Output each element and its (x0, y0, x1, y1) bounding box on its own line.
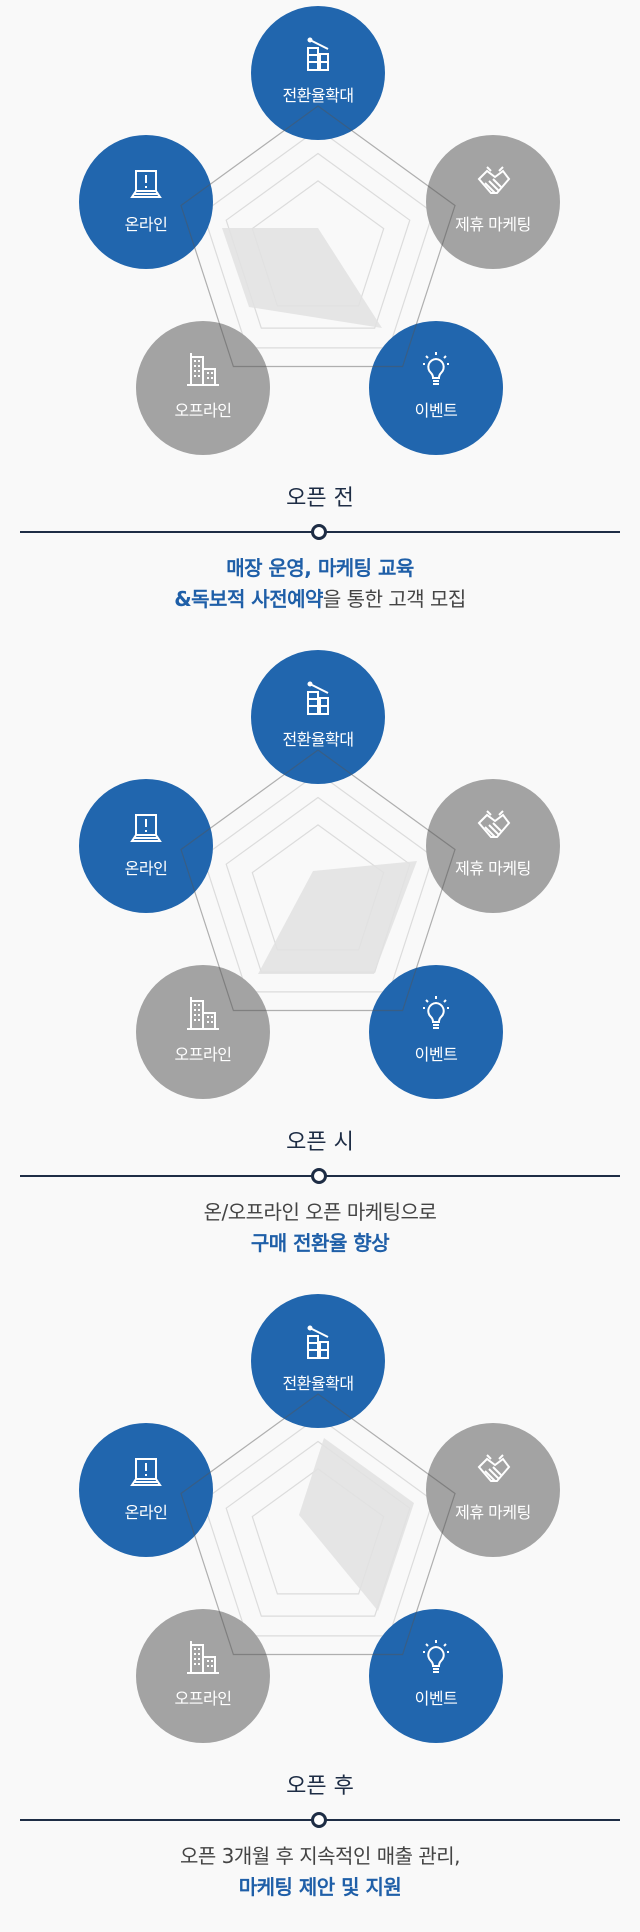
node-label: 이벤트 (414, 1689, 458, 1708)
highlight-text: &독보적 사전예약 (174, 587, 323, 611)
handshake-icon (477, 166, 511, 194)
radar-data-area (258, 861, 417, 974)
building-icon (187, 997, 219, 1030)
node-building: 오프라인 (136, 321, 270, 455)
node-lightbulb: 이벤트 (369, 965, 503, 1099)
body-text: 오픈 3개월 후 지속적인 매출 관리, (179, 1844, 461, 1868)
handshake-icon (477, 810, 511, 838)
node-label: 오프라인 (174, 401, 232, 420)
node-laptop-alert: 온라인 (79, 1423, 213, 1557)
stage-title: 오픈 전 (286, 486, 354, 511)
node-handshake: 제휴 마케팅 (426, 779, 560, 913)
description-line: &독보적 사전예약을 통한 고객 모집 (0, 584, 640, 615)
node-label: 제휴 마케팅 (455, 215, 531, 234)
node-lightbulb: 이벤트 (369, 321, 503, 455)
stage-description: 오픈 3개월 후 지속적인 매출 관리, 마케팅 제안 및 지원 (0, 1841, 640, 1903)
lightbulb-icon (423, 1640, 449, 1673)
radar-chart (202, 1416, 434, 1637)
timeline-marker (311, 1168, 327, 1184)
lightbulb-icon (423, 352, 449, 385)
radar-data-area (222, 228, 382, 328)
description-line: 온/오프라인 오픈 마케팅으로 (0, 1197, 640, 1228)
node-label: 전환율확대 (282, 730, 354, 749)
body-text: 을 통한 고객 모집 (322, 587, 466, 611)
highlight-text: 구매 전환율 향상 (250, 1231, 390, 1255)
timeline-marker (311, 524, 327, 540)
building-icon (187, 353, 219, 386)
radar-grid-ring (225, 152, 411, 329)
node-label: 온라인 (124, 859, 168, 878)
building-icon (187, 1641, 219, 1674)
node-conversion-chart: 전환율확대 (251, 6, 385, 140)
highlight-text: 매장 운영, 마케팅 교육 (226, 556, 414, 580)
laptop-alert-icon (130, 170, 162, 198)
node-building: 오프라인 (136, 965, 270, 1099)
radar-chart (202, 128, 434, 349)
description-line: 마케팅 제안 및 지원 (0, 1872, 640, 1903)
conversion-chart-icon (307, 681, 329, 715)
node-label: 오프라인 (174, 1045, 232, 1064)
node-label: 전환율확대 (282, 86, 354, 105)
node-label: 온라인 (124, 1503, 168, 1522)
highlight-text: 마케팅 제안 및 지원 (238, 1875, 402, 1899)
radar-chart (202, 772, 434, 993)
radar-grid-ring (202, 128, 434, 349)
conversion-chart-icon (307, 1325, 329, 1359)
handshake-icon (477, 1454, 511, 1482)
radar-grid-ring (202, 772, 434, 993)
node-label: 전환율확대 (282, 1374, 354, 1393)
stage-description: 매장 운영, 마케팅 교육&독보적 사전예약을 통한 고객 모집 (0, 553, 640, 615)
laptop-alert-icon (130, 814, 162, 842)
node-handshake: 제휴 마케팅 (426, 1423, 560, 1557)
node-laptop-alert: 온라인 (79, 135, 213, 269)
node-label: 이벤트 (414, 401, 458, 420)
radar-grid-ring (202, 1416, 434, 1637)
node-lightbulb: 이벤트 (369, 1609, 503, 1743)
node-label: 이벤트 (414, 1045, 458, 1064)
timeline-marker (311, 1812, 327, 1828)
lightbulb-icon (423, 996, 449, 1029)
node-laptop-alert: 온라인 (79, 779, 213, 913)
description-line: 구매 전환율 향상 (0, 1228, 640, 1259)
node-label: 제휴 마케팅 (455, 859, 531, 878)
laptop-alert-icon (130, 1458, 162, 1486)
radar-data-area (299, 1438, 414, 1611)
node-building: 오프라인 (136, 1609, 270, 1743)
node-label: 제휴 마케팅 (455, 1503, 531, 1522)
stage-title: 오픈 시 (286, 1130, 354, 1155)
description-line: 오픈 3개월 후 지속적인 매출 관리, (0, 1841, 640, 1872)
node-conversion-chart: 전환율확대 (251, 1294, 385, 1428)
node-conversion-chart: 전환율확대 (251, 650, 385, 784)
body-text: 온/오프라인 오픈 마케팅으로 (203, 1200, 437, 1224)
conversion-chart-icon (307, 37, 329, 71)
node-handshake: 제휴 마케팅 (426, 135, 560, 269)
stage-title: 오픈 후 (286, 1774, 354, 1799)
node-label: 온라인 (124, 215, 168, 234)
description-line: 매장 운영, 마케팅 교육 (0, 553, 640, 584)
node-label: 오프라인 (174, 1689, 232, 1708)
